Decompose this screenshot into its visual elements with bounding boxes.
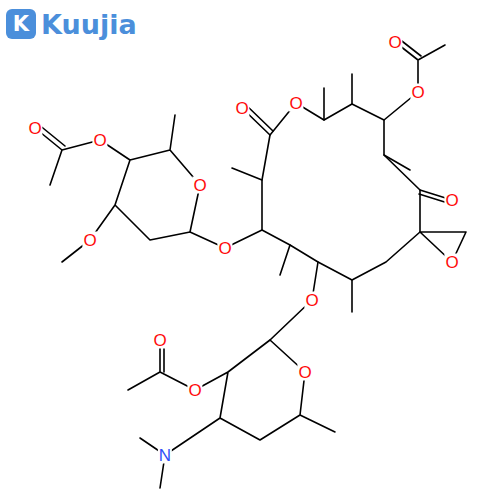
atom-label: O bbox=[297, 364, 312, 381]
atom-label: O bbox=[217, 240, 232, 257]
atom-label: O bbox=[27, 120, 42, 137]
macrolactone-ring bbox=[262, 103, 420, 280]
atom-label: O bbox=[234, 100, 249, 117]
atom-label: O bbox=[187, 382, 202, 399]
ring-substituents bbox=[190, 38, 466, 340]
atom-label: O bbox=[288, 95, 303, 112]
atom-label: O bbox=[444, 254, 459, 271]
logo-badge bbox=[6, 9, 36, 39]
cladinose-ring bbox=[35, 115, 200, 262]
atom-label: O bbox=[304, 292, 319, 309]
atom-label: O bbox=[92, 132, 107, 149]
atom-label: O bbox=[152, 332, 167, 349]
atom-label: O bbox=[444, 192, 459, 209]
watermark-text: Kuujia bbox=[41, 11, 137, 38]
desosamine-ring bbox=[128, 340, 335, 488]
atom-label: O bbox=[192, 177, 207, 194]
atom-label: O bbox=[410, 84, 425, 101]
logo-letter: K bbox=[13, 14, 29, 35]
atom-label: O bbox=[387, 34, 402, 51]
atom-label: O bbox=[82, 232, 97, 249]
atom-label: N bbox=[158, 447, 172, 464]
